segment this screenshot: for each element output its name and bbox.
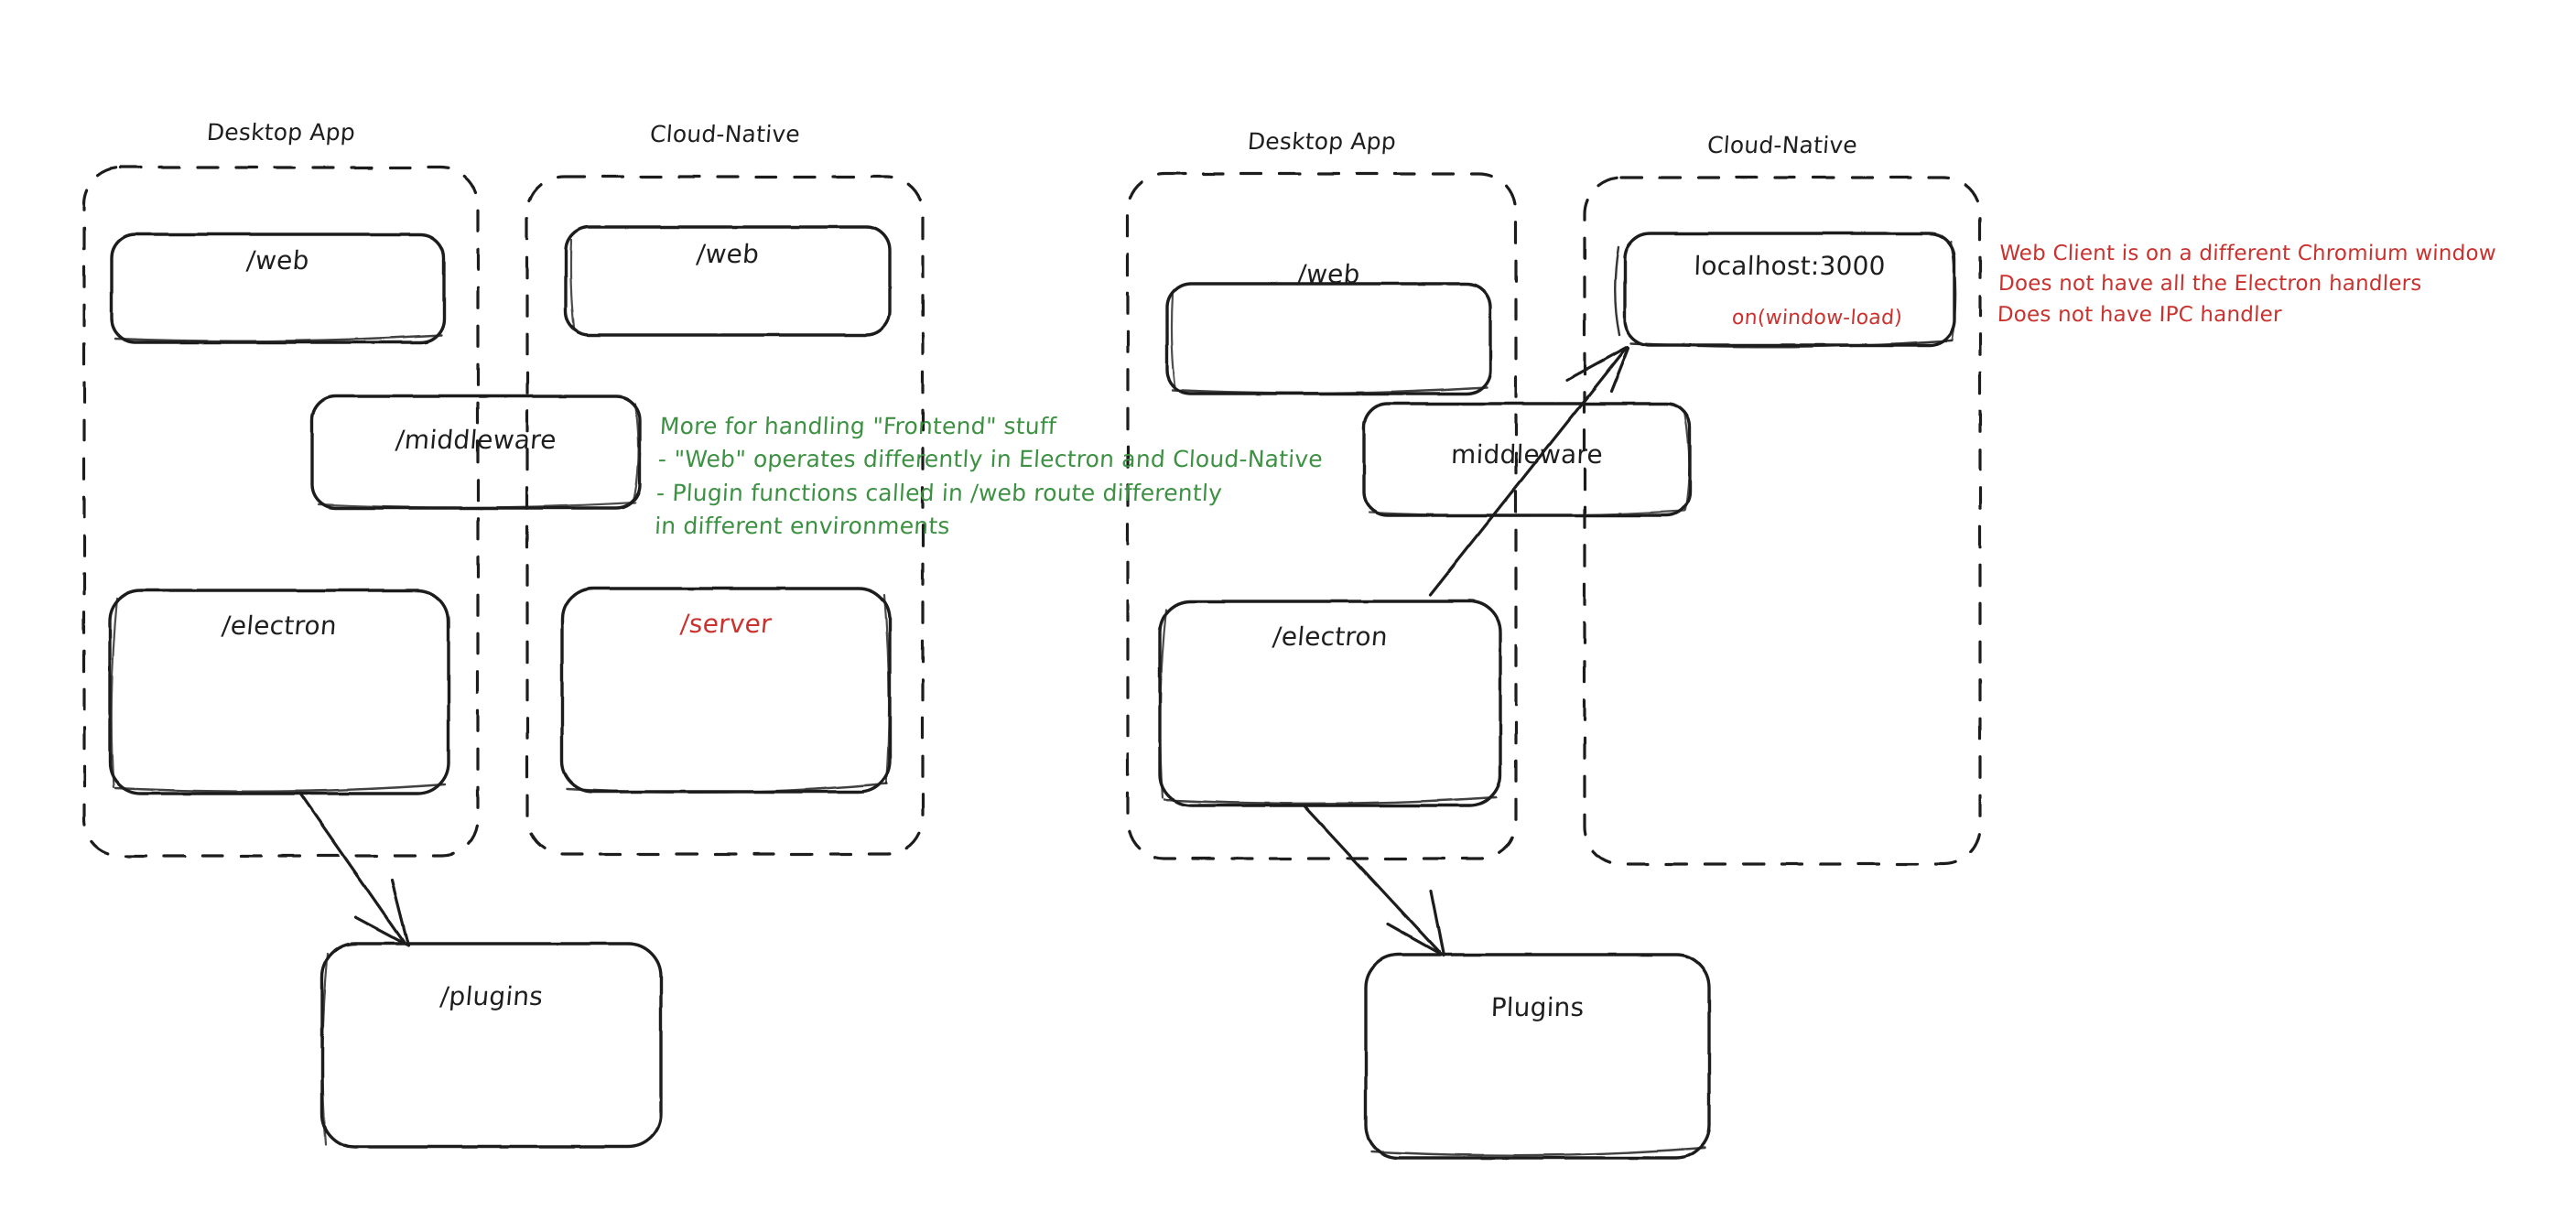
box-shape-left-desktop-web bbox=[110, 232, 446, 344]
box-sublabel-right-localhost: on(window-load) bbox=[1731, 307, 1903, 330]
box-label-left-electron: /electron bbox=[220, 611, 339, 641]
annotation-green-note: More for handling "Frontend" stuff - "We… bbox=[654, 413, 1324, 539]
box-shape-right-desktop-web bbox=[1165, 282, 1492, 395]
box-shape-left-middleware bbox=[310, 394, 642, 510]
group-frame-right-desktop-app bbox=[1126, 172, 1518, 860]
arrow-right-electron-to-plugins bbox=[1302, 804, 1445, 957]
box-shape-right-electron bbox=[1158, 600, 1502, 807]
group-frame-left-cloud-native bbox=[525, 175, 925, 856]
group-frame-right-cloud-native bbox=[1583, 176, 1982, 866]
box-label-right-plugins: Plugins bbox=[1490, 992, 1585, 1022]
arrow-left-electron-to-plugins bbox=[298, 792, 410, 947]
box-shape-left-server bbox=[560, 587, 892, 794]
box-shape-left-plugins bbox=[320, 942, 663, 1149]
box-label-right-localhost: localhost:3000 bbox=[1693, 251, 1887, 281]
box-label-left-desktop-web: /web bbox=[245, 245, 311, 276]
box-label-left-plugins: /plugins bbox=[438, 981, 545, 1011]
group-title-left-desktop-app: Desktop App bbox=[205, 119, 357, 146]
box-shape-left-electron bbox=[108, 589, 450, 795]
box-label-left-server: /server bbox=[678, 609, 774, 639]
box-label-right-electron: /electron bbox=[1271, 621, 1390, 652]
arrow-right-electron-to-localhost bbox=[1428, 345, 1630, 597]
group-title-right-desktop-app: Desktop App bbox=[1246, 128, 1398, 155]
box-shape-right-localhost bbox=[1614, 232, 1957, 349]
box-label-right-desktop-web: /web bbox=[1296, 259, 1362, 289]
group-title-left-cloud-native: Cloud-Native bbox=[649, 121, 801, 147]
box-shape-left-cloud-web bbox=[564, 225, 892, 337]
box-label-right-middleware: middleware bbox=[1450, 439, 1604, 470]
annotation-red-note: Web Client is on a different Chromium wi… bbox=[1997, 242, 2497, 327]
box-label-left-cloud-web: /web bbox=[695, 239, 761, 269]
group-frame-left-desktop-app bbox=[82, 166, 480, 858]
box-shape-right-plugins bbox=[1364, 953, 1711, 1160]
group-title-right-cloud-native: Cloud-Native bbox=[1706, 132, 1858, 158]
box-label-left-middleware: /middleware bbox=[394, 425, 558, 455]
box-shape-right-middleware bbox=[1362, 402, 1692, 517]
